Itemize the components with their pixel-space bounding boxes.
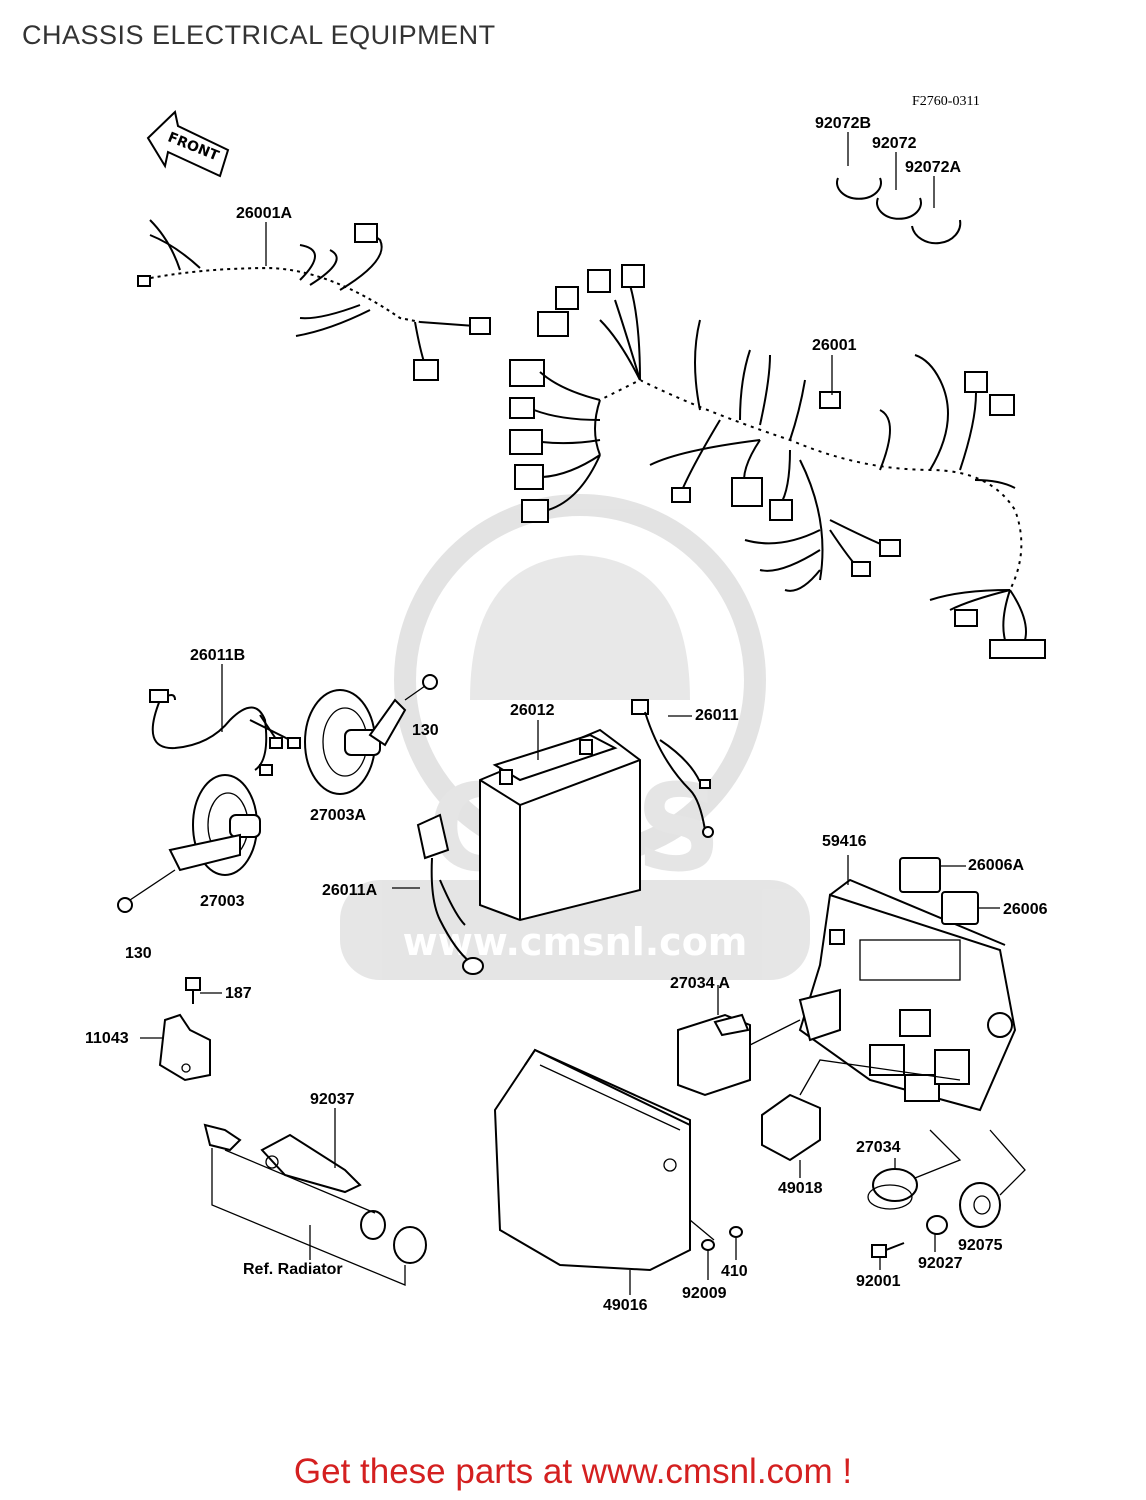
part-label: 26006 (1003, 901, 1048, 918)
part-label: 26001A (236, 205, 292, 222)
part-label: 92009 (682, 1285, 727, 1302)
watermark-url: www.cmsnl.com (403, 920, 748, 964)
footer-link[interactable]: Get these parts at www.cmsnl.com ! (293, 1452, 853, 1491)
part-label: Ref. Radiator (243, 1261, 343, 1278)
part-label: 92072 (872, 135, 917, 152)
part-label: 49018 (778, 1180, 823, 1197)
fuse-26006 (941, 891, 1000, 925)
harness-26001 (509, 264, 1046, 659)
harness-26001A (137, 219, 491, 381)
front-arrow: FRONT (146, 110, 230, 178)
fuse-26006A (899, 857, 966, 893)
part-label: 11043 (85, 1030, 129, 1047)
washer-410 (729, 1226, 743, 1260)
part-label: 27034 (856, 1139, 901, 1156)
part-label: 92072A (905, 159, 961, 176)
part-label: 27003A (310, 807, 366, 824)
part-label: 410 (721, 1263, 748, 1280)
grommet-92075 (959, 1129, 1026, 1228)
watermark-logo-bar (340, 880, 810, 980)
watermark: CMS www.cmsnl.com (340, 494, 810, 980)
part-label: 27003 (200, 893, 245, 910)
watermark-logo-helmet (470, 555, 690, 700)
part-label: 92037 (310, 1091, 355, 1108)
relay-27034A (677, 985, 801, 1097)
bolt-187 (185, 977, 222, 1004)
part-label: 130 (125, 945, 152, 962)
figure-code: F2760-0311 (912, 94, 980, 109)
part-label: 187 (225, 985, 252, 1002)
battery-lead-26011 (631, 699, 714, 838)
part-label: 27034 A (670, 975, 730, 992)
part-labels: 26001A 26001 92072B 92072 92072A 26011B … (85, 115, 1048, 1314)
horn-lead-26011B (149, 689, 301, 776)
part-label: 26011A (322, 882, 378, 899)
part-label: 92027 (918, 1255, 963, 1272)
bolt-92009 (689, 1219, 715, 1280)
part-label: 92001 (856, 1273, 901, 1290)
page-title: CHASSIS ELECTRICAL EQUIPMENT (22, 20, 496, 50)
part-label: 130 (412, 722, 439, 739)
part-label: 26011B (190, 647, 245, 664)
bolt-92001 (871, 1242, 905, 1270)
battery-26012 (479, 728, 641, 922)
collar-92027 (926, 1215, 948, 1252)
horn-27003A (304, 674, 438, 795)
horn-27003 (117, 774, 261, 913)
battery-lead-26011A (392, 813, 484, 975)
part-label: 92072B (815, 115, 871, 132)
fuse-box-59416 (798, 855, 1017, 1112)
part-label: 49016 (603, 1297, 648, 1314)
part-label: 26006A (968, 857, 1024, 874)
part-label: 59416 (822, 833, 867, 850)
part-label: 26001 (812, 337, 857, 354)
part-label: 26012 (510, 702, 555, 719)
grommet-27034 (867, 1129, 962, 1210)
relay-49018 (761, 1059, 961, 1178)
bracket-11043 (140, 1013, 211, 1082)
clamp-92072-set (836, 132, 962, 245)
cover-49016 (493, 1048, 691, 1295)
bracket-92037 (203, 1108, 427, 1286)
part-label: 92075 (958, 1237, 1003, 1254)
part-label: 26011 (695, 707, 739, 724)
